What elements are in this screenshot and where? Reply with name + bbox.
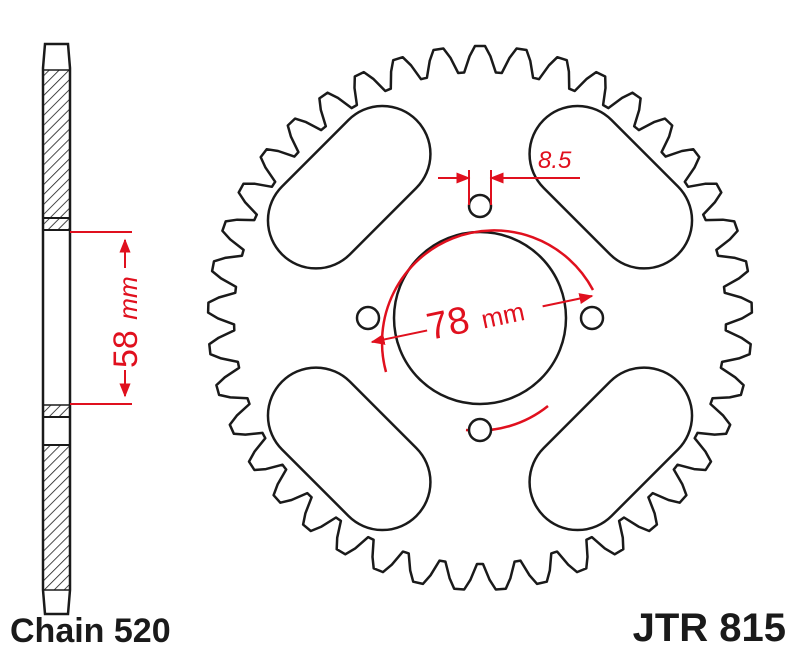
cutout-2: [528, 366, 694, 532]
pcd-dimension: 78 mm: [370, 284, 594, 354]
part-number: JTR 815: [632, 606, 786, 650]
bolt-hole-value: 8.5: [538, 147, 572, 174]
bolt-hole-dimension: 8.5: [438, 147, 580, 205]
side-hatch-bottom: [42, 444, 71, 591]
thickness-unit: mm: [113, 276, 143, 319]
side-hatch-mid-bottom: [42, 404, 71, 418]
chain-label: Chain 520: [10, 612, 171, 650]
thickness-dimension: 58 mm: [70, 231, 145, 405]
side-hatch-mid-top: [42, 217, 71, 231]
bolt-hole-bottom: [467, 417, 493, 443]
bolt-hole-right: [579, 305, 605, 331]
bolt-hole-left: [355, 305, 381, 331]
pcd-value: 78: [423, 299, 473, 349]
cutout-1: [528, 104, 694, 270]
svg-text:58 mm: 58 mm: [107, 276, 145, 368]
cutout-4: [266, 104, 432, 270]
thickness-value: 58: [107, 330, 145, 368]
sprocket-front: 8.5 78 mm: [206, 44, 754, 591]
side-profile: [41, 42, 72, 616]
bolt-hole-top: [467, 193, 493, 219]
svg-text:78 mm: 78 mm: [423, 287, 528, 348]
side-hatch-top: [42, 69, 71, 219]
